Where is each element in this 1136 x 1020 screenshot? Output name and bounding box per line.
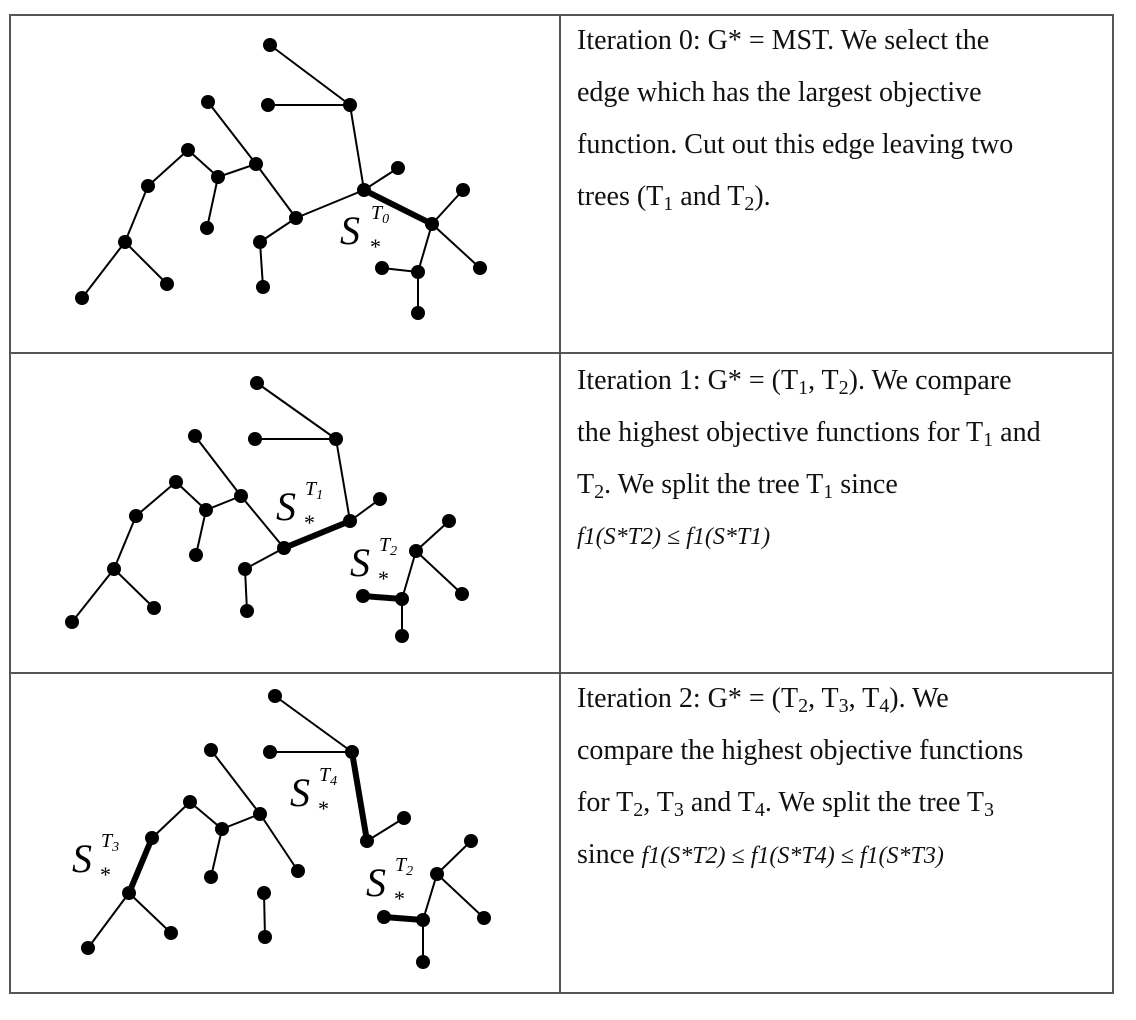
caption-iteration-1: Iteration 1: G* = (T1, T2). We compare t…	[577, 355, 1107, 563]
edge-label-s-t3-star: *	[100, 862, 111, 887]
edge-label-s-t1-star: *	[304, 510, 315, 535]
edge-label-s-t4: S	[290, 770, 310, 815]
edge-label-s-t0: S	[340, 208, 360, 253]
caption-line: Iteration 0: G* = MST. We select the	[577, 25, 990, 56]
cut-edge	[362, 187, 434, 227]
table-border	[9, 14, 1114, 994]
edge-label-s-t1-sup: T1	[305, 478, 323, 503]
caption-line: function. Cut out this edge leaving two	[577, 129, 1014, 160]
edge-label-s-t1: S	[276, 484, 296, 529]
edge-label-s-t2: S	[350, 540, 370, 585]
caption-line: trees (T1 and T2).	[577, 181, 771, 215]
tree-diagram-iteration-2: S T3 * S T4 * S T2 *	[72, 689, 491, 969]
table-frame	[9, 14, 1114, 994]
caption-line: for T2, T3 and T4. We split the tree T3	[577, 787, 994, 821]
nodes	[65, 376, 469, 643]
edge-label-s-t2-star: *	[394, 886, 405, 911]
edge-label-s-t4-star: *	[318, 796, 329, 821]
edge-label-s-t0-star: *	[370, 234, 381, 259]
inequality-formula: f1(S*T2) ≤ f1(S*T1)	[577, 524, 771, 550]
inequality-formula: f1(S*T2) ≤ f1(S*T4) ≤ f1(S*T3)	[641, 843, 944, 869]
edge-label-s-t3-sup: T3	[101, 830, 119, 855]
cut-edge-t1	[282, 518, 352, 551]
caption-line: Iteration 1: G* = (T1, T2). We compare	[577, 365, 1012, 399]
caption-line: compare the highest objective functions	[577, 735, 1024, 766]
caption-line: T2. We split the tree T1 since	[577, 469, 898, 503]
cut-edge-t4	[349, 751, 370, 842]
nodes	[75, 38, 487, 320]
caption-line: edge which has the largest objective	[577, 77, 982, 108]
edge-label-s-t4-sup: T4	[319, 764, 337, 789]
edge-label-s-t2-sup: T2	[379, 534, 397, 559]
caption-line: since f1(S*T2) ≤ f1(S*T4) ≤ f1(S*T3)	[577, 839, 944, 870]
tree-diagram-iteration-0: S T0 *	[75, 38, 487, 320]
caption-iteration-0: Iteration 0: G* = MST. We select the edg…	[577, 15, 1107, 223]
edge-label-s-t2-star: *	[378, 566, 389, 591]
caption-line: the highest objective functions for T1 a…	[577, 417, 1041, 451]
nodes	[81, 689, 491, 969]
tree-diagram-iteration-1: S T1 * S T2 *	[65, 376, 469, 643]
caption-iteration-2: Iteration 2: G* = (T2, T3, T4). We compa…	[577, 673, 1107, 882]
edge-label-s-t3: S	[72, 836, 92, 881]
edge-label-s-t2: S	[366, 860, 386, 905]
edge-label-s-t2-sup: T2	[395, 854, 413, 879]
edge-label-s-t0-sup: T0	[371, 202, 389, 227]
cut-edge-t3	[126, 836, 155, 895]
caption-line: Iteration 2: G* = (T2, T3, T4). We	[577, 683, 949, 717]
